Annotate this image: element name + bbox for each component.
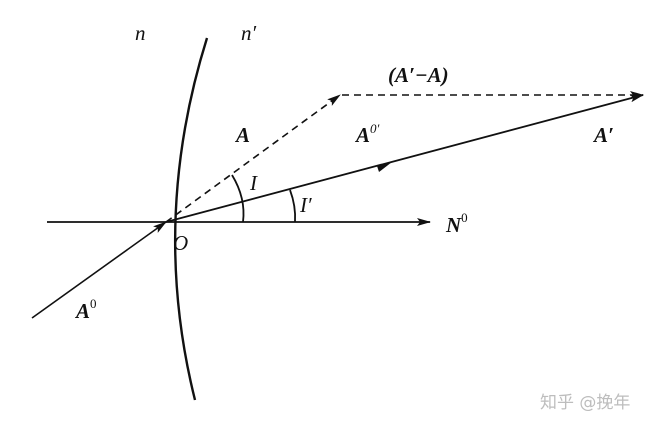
label-n-prime: n′ [241, 21, 257, 45]
label-I-prime: I′ [299, 193, 312, 217]
label-I: I [249, 171, 258, 195]
refracted-ray-mid-arrow [377, 162, 392, 172]
incident-ray [31, 221, 167, 319]
label-n: n [135, 21, 146, 45]
vector-A-dashed [165, 94, 341, 223]
label-A0-prime: A0′ [354, 121, 380, 147]
label-A-prime: A′ [592, 123, 614, 147]
refracted-ray [165, 94, 644, 223]
label-N0: N0 [445, 210, 468, 237]
label-A: A [234, 123, 250, 147]
watermark: 知乎 @挽年 [540, 393, 630, 413]
label-O: O [173, 231, 188, 255]
label-A0: A0 [74, 296, 97, 323]
angle-arc-I-prime [289, 189, 297, 223]
label-difference: (A′−A) [388, 63, 449, 87]
angle-arc-I [231, 174, 245, 223]
